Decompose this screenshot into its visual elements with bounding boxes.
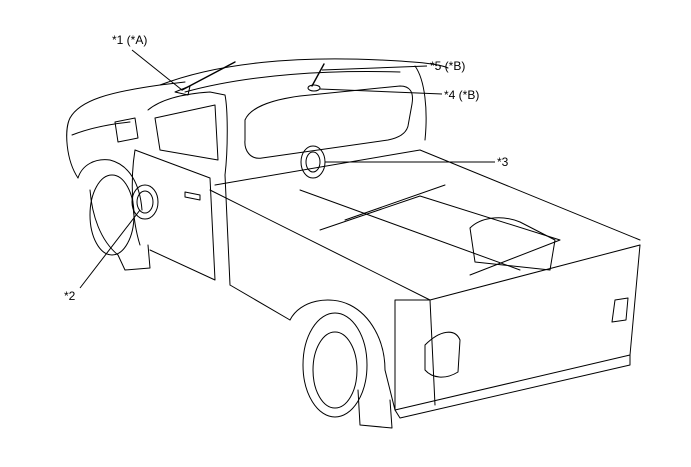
truck-body [66, 58, 641, 429]
leader-2 [79, 209, 141, 289]
components [131, 61, 326, 220]
front-door-speaker [131, 184, 159, 220]
callout-labels: *1 (*A) *2 *3 *4 (*B) *5 (*B) [64, 33, 509, 303]
leader-5 [321, 65, 428, 71]
callout-5: *5 (*B) [430, 59, 465, 73]
callout-3: *3 [497, 155, 509, 169]
roof-antenna-base [307, 84, 321, 92]
antenna-rod-front [181, 61, 236, 91]
leader-lines [79, 49, 495, 289]
leader-1 [131, 49, 183, 91]
leader-4 [319, 88, 443, 95]
callout-2: *2 [64, 289, 76, 303]
callout-4: *4 (*B) [444, 88, 479, 102]
roof-antenna-pole [311, 63, 325, 87]
callout-1: *1 (*A) [112, 33, 147, 47]
